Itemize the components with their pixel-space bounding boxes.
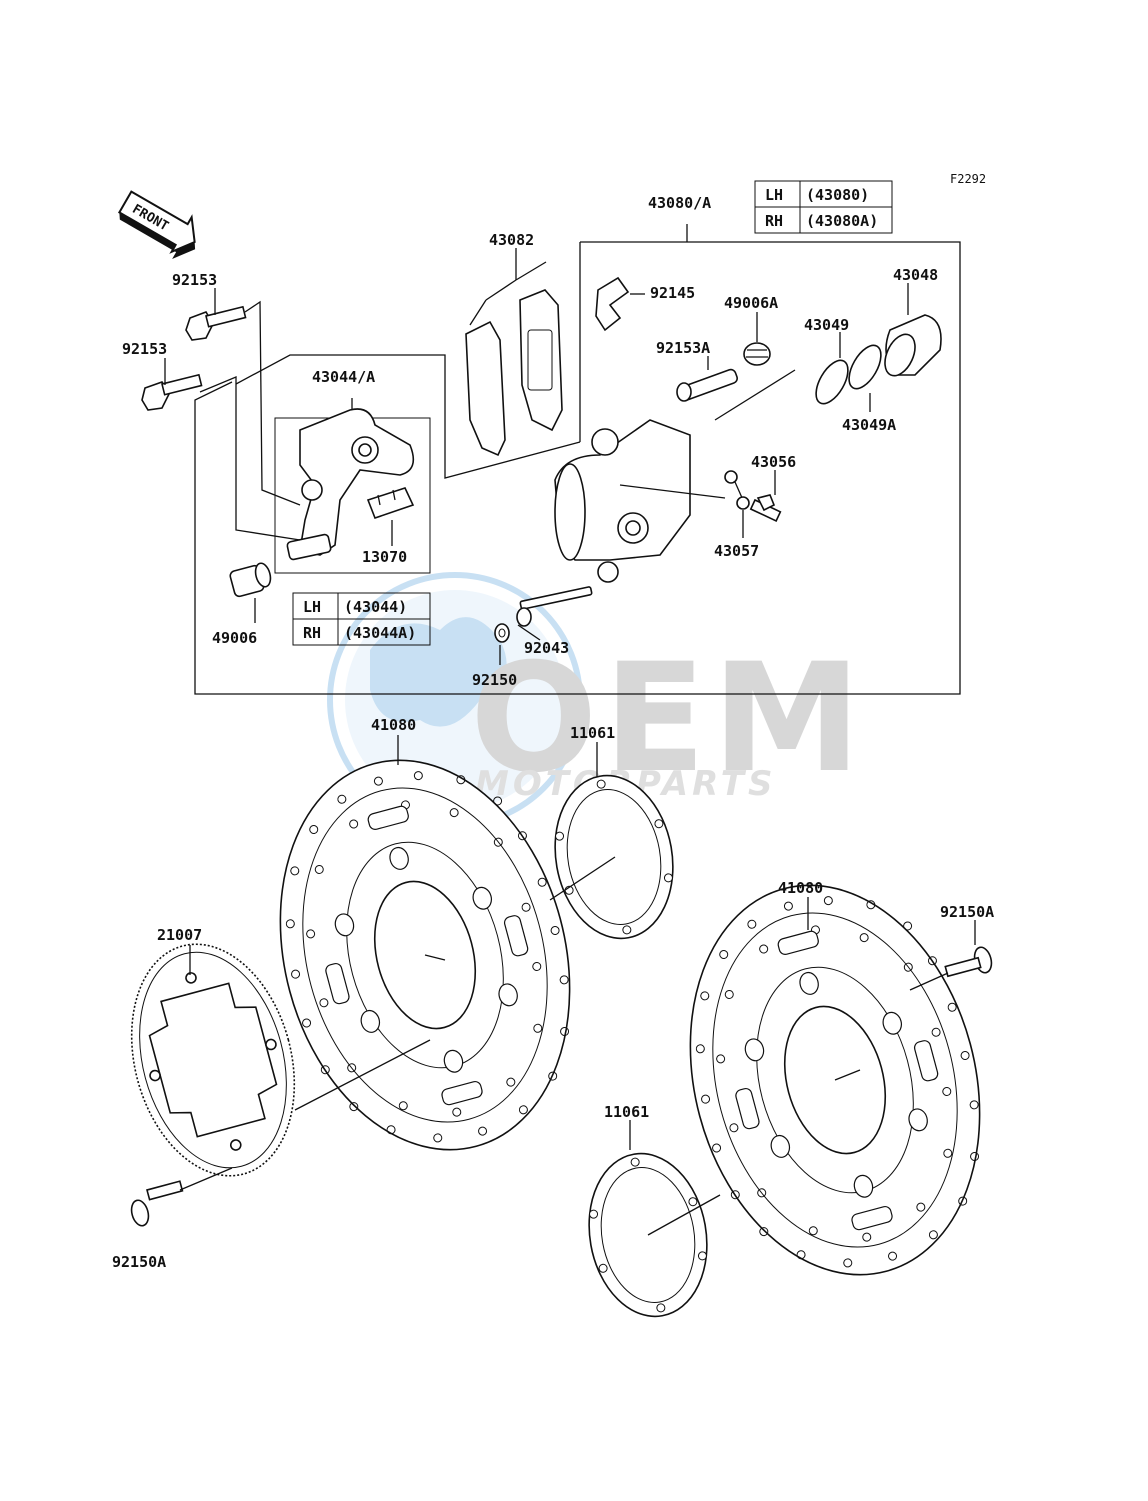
label-43080a: 43080/A [648, 194, 711, 212]
label-92150a-left: 92150A [112, 1253, 166, 1271]
label-92153-mid: 92153 [122, 340, 167, 358]
abs-sensor-ring-part [130, 943, 296, 1177]
label-43057: 43057 [714, 542, 759, 560]
screw-92150a-right-part [909, 920, 993, 991]
watermark-main: OEM [470, 632, 867, 806]
pin-92043-part [516, 586, 593, 627]
caliper-side-table: LH (43080) RH (43080A) [754, 180, 893, 234]
part-labels: 43080/A 43082 92145 49006A 43048 43049 9… [112, 194, 994, 1271]
label-49006a: 49006A [724, 294, 778, 312]
screw-92150a-left-part [130, 1167, 233, 1227]
label-49006: 49006 [212, 629, 257, 647]
label-43049: 43049 [804, 316, 849, 334]
caliper-body-part [554, 419, 726, 583]
caliper-table-side-2: RH [765, 212, 783, 230]
caliper-table-part-1: (43080) [806, 186, 869, 204]
label-92043: 92043 [524, 639, 569, 657]
pad-spring-clip-part [366, 487, 415, 520]
label-41080-left: 41080 [371, 716, 416, 734]
bracket-side-table: LH (43044) RH (43044A) [292, 592, 431, 646]
label-43044a: 43044/A [312, 368, 375, 386]
leader-lines [164, 248, 909, 665]
pad-retainer-clip-part [595, 276, 630, 332]
label-13070: 13070 [362, 548, 407, 566]
nut-92150-part [494, 623, 510, 643]
label-21007: 21007 [157, 926, 202, 944]
label-43049a: 43049A [842, 416, 896, 434]
label-11061-top: 11061 [570, 724, 615, 742]
piston-seal-43049-part [815, 359, 849, 405]
caliper-bracket-part [286, 408, 415, 561]
bleeder-valve-part [749, 494, 782, 522]
caliper-table-side-1: LH [765, 186, 783, 204]
caliper-assembly-frame [194, 224, 961, 695]
dust-boot-49006a-part [743, 342, 771, 366]
piston-43048-part [884, 314, 942, 377]
label-43082: 43082 [489, 231, 534, 249]
bracket-table-part-2: (43044A) [344, 624, 416, 642]
label-92153-top: 92153 [172, 271, 217, 289]
caliper-table-part-2: (43080A) [806, 212, 878, 230]
brake-pads-part [465, 261, 563, 457]
label-92153a: 92153A [656, 339, 710, 357]
dust-seal-43049a-part [848, 344, 882, 390]
slide-pin-part [229, 562, 272, 598]
bracket-table-side-1: LH [303, 598, 321, 616]
label-92150: 92150 [472, 671, 517, 689]
bracket-table-part-1: (43044) [344, 598, 407, 616]
diagram-code: F2292 [950, 172, 986, 186]
label-92150a-right: 92150A [940, 903, 994, 921]
bracket-table-side-2: RH [303, 624, 321, 642]
label-43048: 43048 [893, 266, 938, 284]
bolt-92153-top-part [185, 305, 247, 341]
label-92145: 92145 [650, 284, 695, 302]
label-43056: 43056 [751, 453, 796, 471]
label-11061-bottom: 11061 [604, 1103, 649, 1121]
label-41080-right: 41080 [778, 879, 823, 897]
bolt-92153-mid-part [141, 373, 203, 411]
slide-pin-92153a-part [676, 368, 738, 402]
front-arrow-icon: FRONT [117, 190, 196, 260]
bleeder-cap-part [724, 470, 750, 510]
